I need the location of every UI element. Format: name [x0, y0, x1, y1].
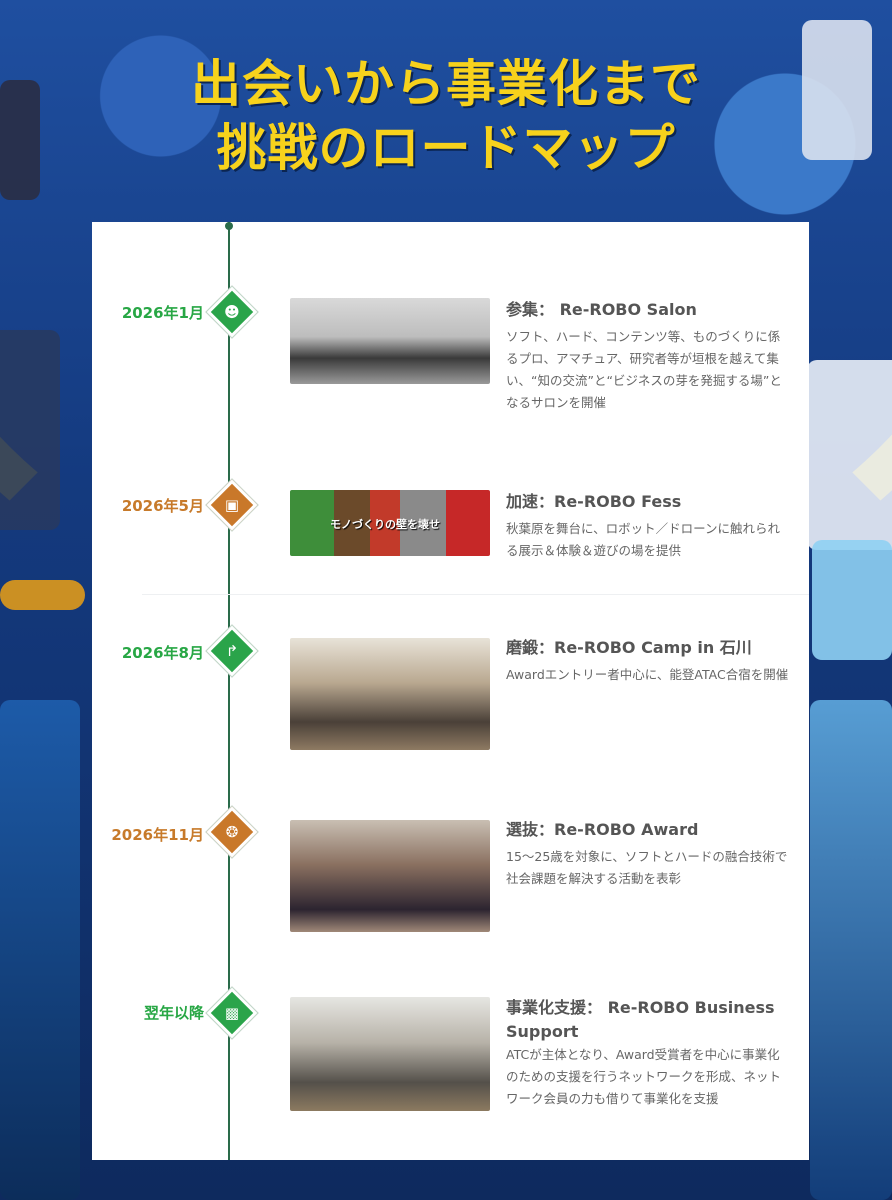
turn-arrow-icon: ↱	[225, 641, 239, 660]
timeline-date: 2026年8月	[121, 644, 204, 662]
event-photo-business	[290, 997, 490, 1111]
orange-ring-decoration	[0, 580, 85, 610]
business-briefcase-icon: ▩	[224, 1003, 240, 1022]
page-title-line1: 出会いから事業化まで	[191, 55, 701, 113]
robot-illustration-right	[807, 360, 892, 550]
event-photo-fess: モノづくりの壁を壊せ	[290, 490, 490, 556]
page-title: 出会いから事業化まで 挑戦のロードマップ	[0, 52, 892, 180]
roadmap-card: 2026年1月 ☻ 参集： Re-ROBO Salon ソフト、ハード、コンテン…	[92, 222, 809, 1160]
robot-illustration-top-right	[802, 20, 872, 160]
timeline-node: ❂	[206, 806, 258, 858]
light-blue-decoration	[812, 540, 892, 660]
building-illustration-left	[0, 700, 80, 1200]
event-description: ソフト、ハード、コンテンツ等、ものづくりに係るプロ、アマチュア、研究者等が垣根を…	[506, 329, 782, 410]
timeline-start-dot	[225, 222, 233, 230]
timeline-date: 2026年11月	[111, 826, 204, 844]
timeline-date: 2026年5月	[121, 497, 204, 515]
event-description: 15〜25歳を対象に、ソフトとハードの融合技術で社会課題を解決する活動を表彰	[506, 849, 788, 886]
timeline-date: 2026年1月	[121, 304, 204, 322]
robot-illustration-top-left	[0, 80, 40, 200]
event-title: 選抜：Re-ROBO Award	[506, 820, 699, 839]
event-description: ATCが主体となり、Award受賞者を中心に事業化のための支援を行うネットワーク…	[506, 1047, 782, 1106]
section-divider	[142, 594, 809, 595]
timeline-line	[228, 222, 230, 1160]
award-medal-icon: ❂	[225, 822, 239, 841]
timeline-node: ▩	[206, 987, 258, 1039]
timeline-date: 翌年以降	[143, 1004, 204, 1022]
timeline-node: ↱	[206, 625, 258, 677]
people-group-icon: ☻	[224, 302, 240, 321]
event-photo-award	[290, 820, 490, 932]
timeline-node: ▣	[206, 479, 258, 531]
event-title: 加速：Re-ROBO Fess	[506, 492, 682, 511]
robot-illustration-left	[0, 330, 60, 530]
event-photo-salon	[290, 298, 490, 384]
building-illustration-right	[810, 700, 892, 1200]
event-title: 磨鍛：Re-ROBO Camp in 石川	[506, 638, 752, 657]
event-description: 秋葉原を舞台に、ロボット／ドローンに触れられる展示＆体験＆遊びの場を提供	[506, 521, 781, 558]
event-title: 参集： Re-ROBO Salon	[506, 300, 697, 319]
page-title-line2: 挑戦のロードマップ	[216, 119, 676, 177]
timeline-node: ☻	[206, 286, 258, 338]
robot-icon: ▣	[224, 495, 240, 514]
event-description: Awardエントリー者中心に、能登ATAC合宿を開催	[506, 667, 789, 682]
photo-caption: モノづくりの壁を壊せ	[330, 518, 440, 531]
event-photo-camp	[290, 638, 490, 750]
event-title: 事業化支援： Re-ROBO Business Support	[506, 998, 775, 1041]
